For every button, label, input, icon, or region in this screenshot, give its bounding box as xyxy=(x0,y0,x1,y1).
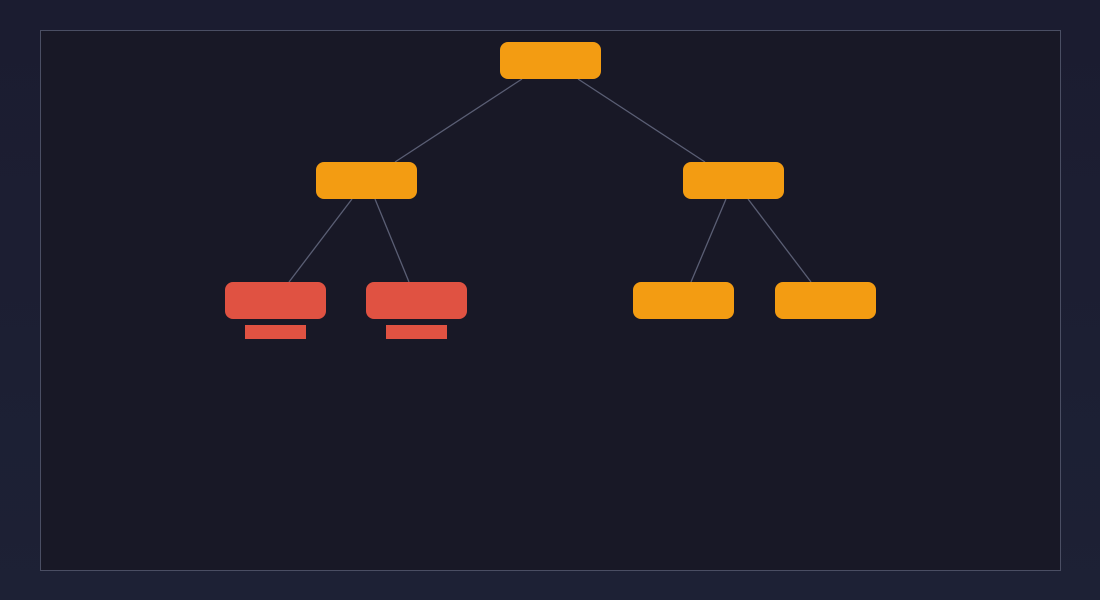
tree-node-right[interactable] xyxy=(683,162,784,199)
tree-node-right-right[interactable] xyxy=(775,282,876,319)
diagram-frame xyxy=(40,30,1061,571)
status-tag-left-right xyxy=(386,325,447,339)
tree-node-left-left[interactable] xyxy=(225,282,326,319)
tree-node-root[interactable] xyxy=(500,42,601,79)
tree-node-left[interactable] xyxy=(316,162,417,199)
tree-node-left-right[interactable] xyxy=(366,282,467,319)
tree-node-right-left[interactable] xyxy=(633,282,734,319)
status-tag-left-left xyxy=(245,325,306,339)
